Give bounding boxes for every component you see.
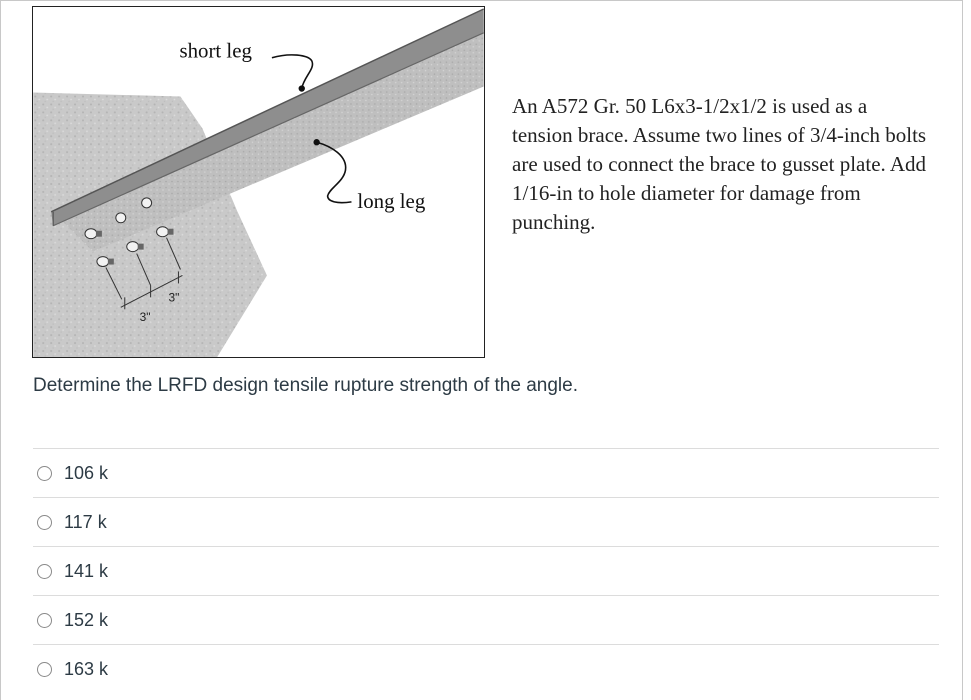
bolt-spacing-dimensions [105, 237, 183, 310]
answer-option[interactable]: 106 k [33, 448, 939, 497]
radio-button[interactable] [37, 514, 52, 530]
answer-option[interactable]: 152 k [33, 595, 939, 644]
answer-option[interactable]: 141 k [33, 546, 939, 595]
radio-button[interactable] [37, 563, 52, 579]
radio-button[interactable] [37, 661, 52, 677]
long-leg-label: long leg [357, 189, 425, 213]
bolt-group [84, 197, 174, 268]
answer-option[interactable]: 163 k [33, 644, 939, 693]
answer-list: 106 k 117 k 141 k 152 k 163 k [33, 448, 939, 693]
angle-brace-figure: 3" 3" short leg long leg [32, 6, 485, 358]
answer-label: 152 k [64, 609, 109, 630]
answer-label: 106 k [64, 462, 109, 483]
radio-button[interactable] [37, 612, 52, 628]
radio-button[interactable] [37, 465, 52, 481]
answer-option[interactable]: 117 k [33, 497, 939, 546]
dimension-label-right: 3" [169, 290, 180, 304]
answer-label: 141 k [64, 560, 109, 581]
angle-short-leg [51, 8, 484, 226]
answer-label: 117 k [64, 511, 107, 532]
short-leg-leader [271, 54, 314, 89]
problem-statement: An A572 Gr. 50 L6x3-1/2x1/2 is used as a… [512, 94, 927, 234]
long-leg-leader [316, 141, 352, 204]
question-prompt: Determine the LRFD design tensile ruptur… [33, 375, 578, 396]
short-leg-label: short leg [179, 39, 252, 63]
dimension-label-left: 3" [140, 310, 151, 324]
answer-label: 163 k [64, 658, 109, 679]
